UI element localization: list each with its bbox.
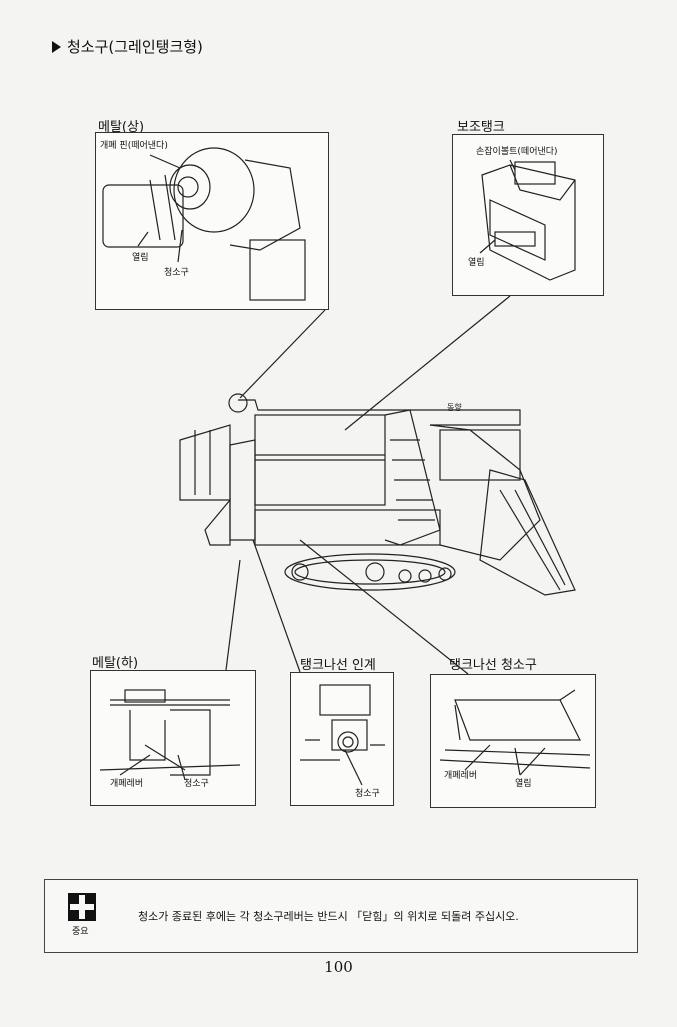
tank-screw-cleaner-panel	[430, 674, 596, 808]
notice-text: 청소가 종료된 후에는 각 청소구레버는 반드시 「닫힘」의 위치로 되돌려 주…	[138, 910, 519, 923]
aux-tank-open-label: 열림	[468, 258, 485, 268]
lower-metal-panel	[90, 670, 256, 806]
aux-tank-title: 보조탱크	[457, 120, 505, 135]
page-number: 100	[324, 958, 353, 976]
upper-metal-title: 메탈(상)	[98, 120, 145, 135]
tank-screw-pull-cleaner-label: 청소구	[355, 789, 380, 799]
upper-metal-open-label: 열림	[132, 253, 149, 263]
upper-metal-panel	[95, 132, 329, 310]
lower-metal-cleaner-label: 청소구	[184, 779, 209, 789]
tank-screw-cleaner-lever-label: 개폐레버	[444, 771, 478, 781]
tank-screw-pull-panel	[290, 672, 394, 806]
machine-front-label: 동향	[447, 403, 462, 412]
upper-metal-pin-label: 개폐 핀(떼어낸다)	[100, 141, 168, 151]
tank-screw-pull-title: 탱크나선 인계	[300, 658, 376, 673]
tank-screw-pull-drawing	[300, 684, 385, 786]
section-title-text: 청소구(그레인탱크형)	[67, 38, 203, 56]
triangle-bullet-icon	[52, 40, 61, 53]
aux-tank-bolt-label: 손잡이볼트(떼어낸다)	[476, 147, 558, 157]
lower-metal-drawing	[99, 689, 241, 781]
section-title: 청소구(그레인탱크형)	[52, 36, 203, 57]
lower-metal-lever-label: 개폐레버	[110, 779, 144, 789]
aux-tank-drawing	[479, 159, 576, 281]
combine-machine	[179, 393, 576, 596]
tank-screw-cleaner-drawing	[439, 689, 591, 776]
tank-screw-cleaner-open-label: 열림	[515, 779, 532, 789]
upper-metal-cleaner-label: 청소구	[164, 268, 189, 278]
notice-box	[44, 879, 638, 953]
lower-metal-title: 메탈(하)	[92, 656, 139, 671]
upper-metal-drawing	[102, 147, 306, 301]
notice-label: 중요	[72, 927, 89, 937]
tank-screw-cleaner-title: 탱크나선 청소구	[449, 658, 537, 673]
